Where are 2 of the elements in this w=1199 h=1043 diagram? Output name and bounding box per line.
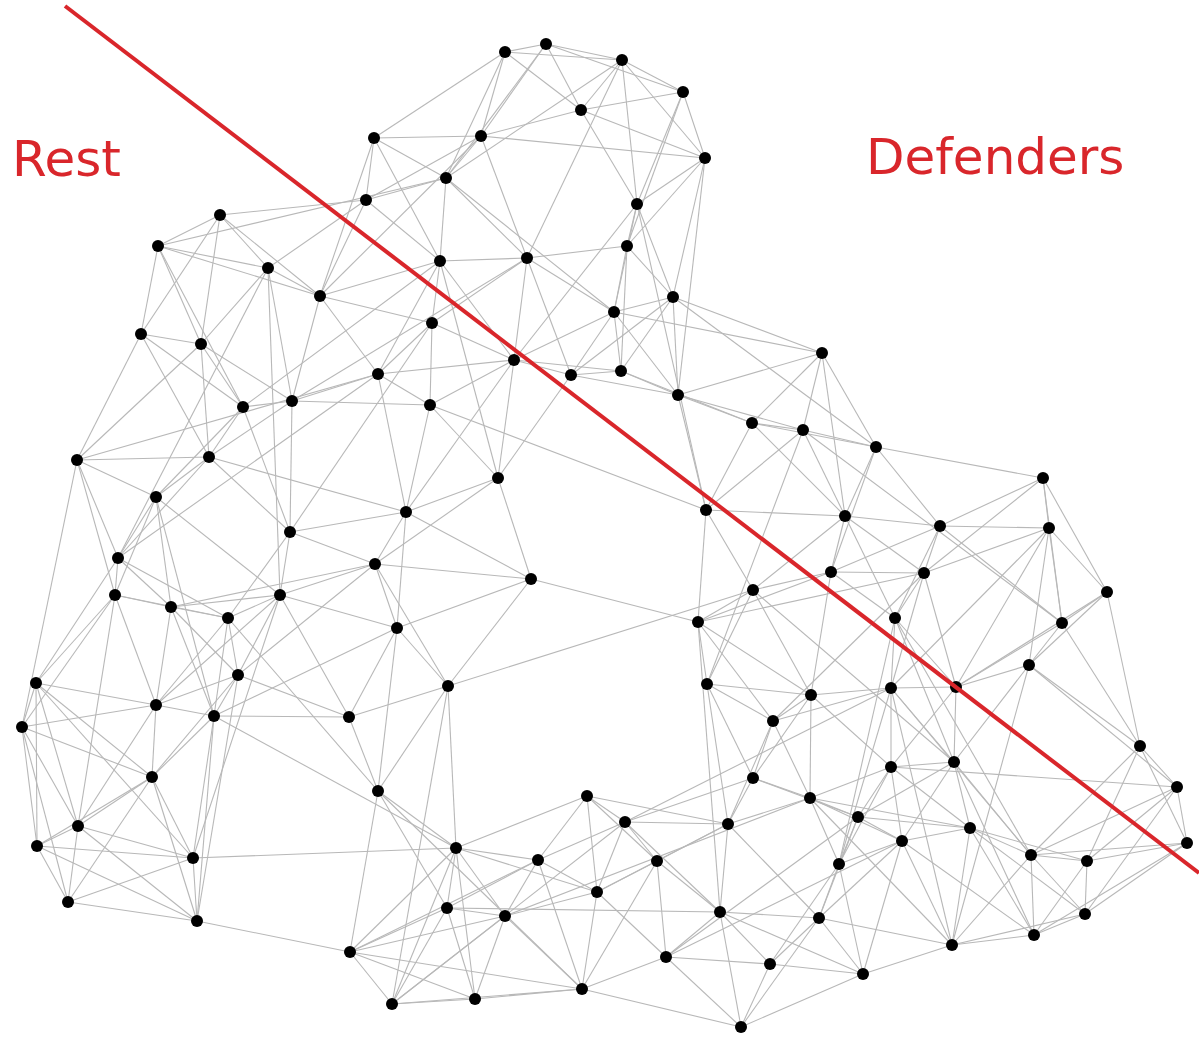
- group-label: Defenders: [866, 132, 1125, 182]
- group-label: Rest: [12, 134, 121, 184]
